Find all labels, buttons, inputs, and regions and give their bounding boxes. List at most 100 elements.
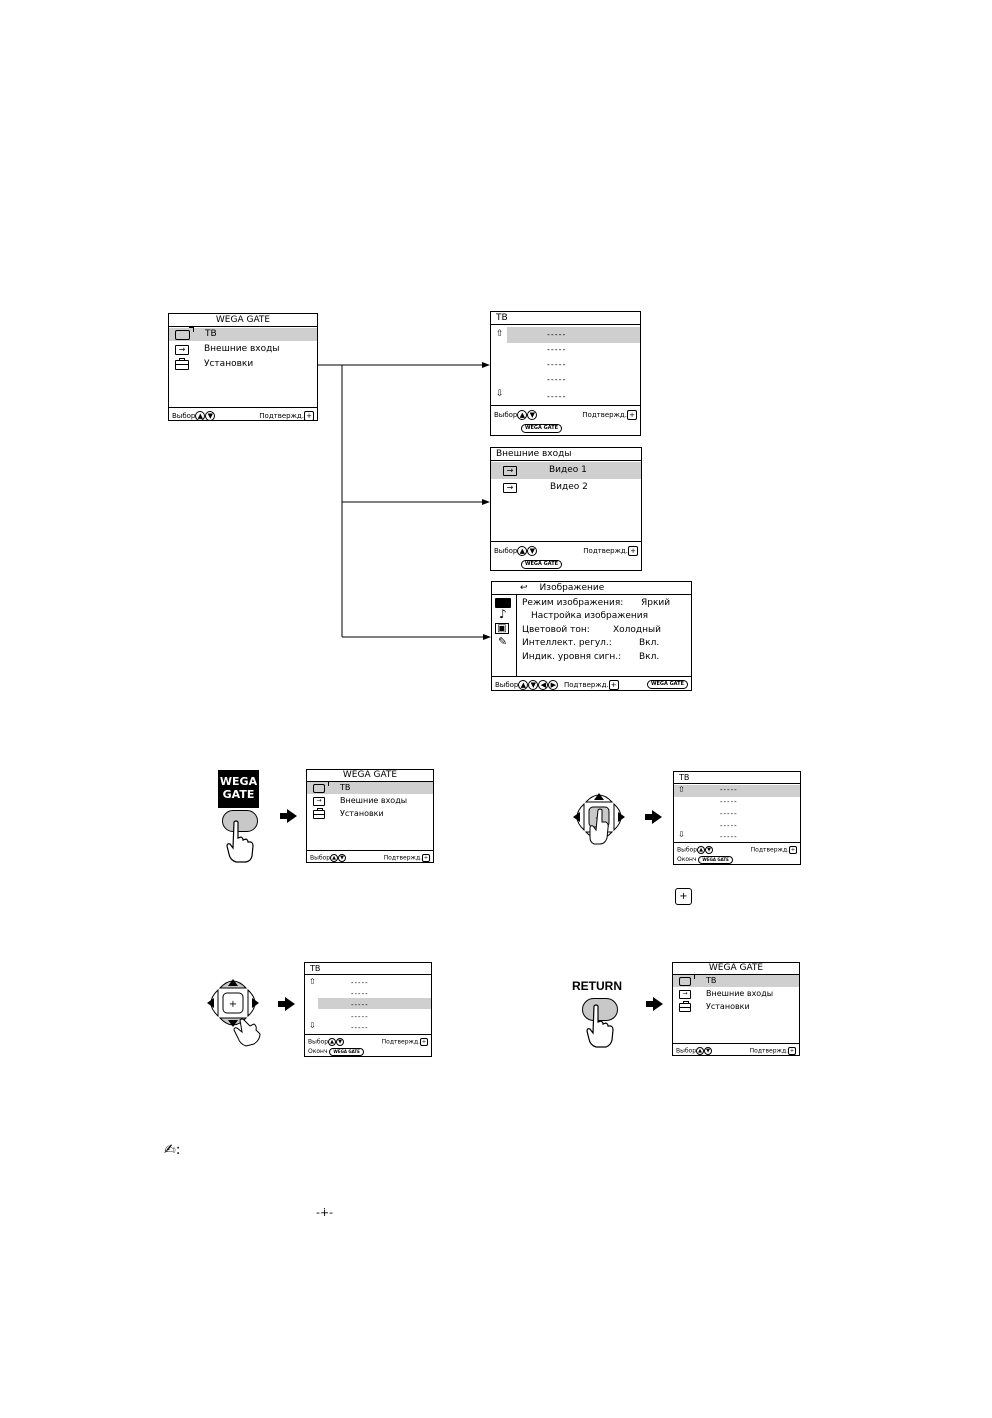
menu-title: Внешние входы: [491, 448, 641, 461]
up-arrow-icon: ▲: [195, 411, 206, 421]
wega-gate-key[interactable]: WEGA GATE: [218, 770, 259, 808]
menu-item-settings[interactable]: Установки: [307, 807, 433, 820]
return-button[interactable]: [582, 998, 618, 1021]
menu-item-inputs[interactable]: → Внешние входы: [169, 343, 317, 356]
menu-title: WEGA GATE: [169, 314, 317, 327]
menu-footer: Выбор▲▼ Подтвержд.+ WEGA GATE: [491, 541, 641, 571]
joystick-pad-down[interactable]: +: [200, 974, 268, 1050]
down-arrow-icon: ▼: [528, 680, 539, 690]
footer-select: Выбор▲▼: [494, 546, 538, 556]
footer-confirm: Подтвержд.+: [381, 1038, 428, 1046]
channel-slot: -----: [351, 990, 369, 998]
menu-item-tv[interactable]: ТВ: [673, 973, 799, 987]
menu-item-tv[interactable]: ТВ: [169, 326, 317, 341]
inputs-menu: Внешние входы → Видео 1 → Видео 2 Выбор▲…: [490, 447, 642, 571]
step-arrow-icon: [280, 809, 297, 823]
up-arrow-icon: ⇧: [309, 977, 316, 986]
menu-title: ТВ: [491, 312, 640, 325]
menu-footer: Выбор▲▼ Подтвержд.+: [169, 407, 317, 421]
tv-icon: [313, 780, 329, 793]
down-arrow-icon: ▼: [336, 1038, 345, 1046]
input-item-label: Видео 2: [550, 482, 588, 492]
tv-row[interactable]: [674, 785, 800, 797]
picture-icon[interactable]: [495, 598, 511, 608]
down-arrow-icon: ⇩: [678, 830, 685, 839]
tv-icon: [175, 326, 194, 340]
channel-slot: -----: [547, 345, 567, 354]
toolbox-icon: [313, 807, 325, 819]
tv-row[interactable]: [507, 327, 640, 343]
setting-label[interactable]: Настройка изображения: [531, 611, 649, 621]
menu-footer: Выбор▲▼◀▶ Подтвержд.+ WEGA GATE: [492, 676, 691, 691]
wrench-icon[interactable]: ✎: [498, 635, 508, 648]
menu-item-label: Установки: [340, 809, 384, 818]
footer-exit: Оконч WEGA GATE: [677, 856, 733, 864]
joystick-pad-ok[interactable]: +: [566, 788, 632, 850]
step-arrow-icon: [278, 997, 295, 1011]
menu-title: ↩ Изображение: [492, 582, 691, 595]
return-icon: ↩: [520, 582, 528, 593]
menu-item-inputs[interactable]: → Внешние входы: [673, 988, 799, 1000]
menu-item-inputs[interactable]: → Внешние входы: [307, 795, 433, 807]
wega-gate-button-label: WEGA GATE: [521, 424, 563, 433]
return-key-label: RETURN: [572, 979, 622, 993]
input-icon: →: [503, 465, 517, 476]
pointing-hand-icon: [226, 820, 254, 863]
down-arrow-icon: ▼: [205, 411, 216, 421]
down-arrow-icon: ▼: [704, 1047, 713, 1055]
menu-title: ТВ: [305, 963, 431, 975]
input-icon: →: [503, 482, 517, 493]
setting-value[interactable]: Вкл.: [639, 638, 660, 648]
channel-slot: -----: [351, 979, 369, 987]
up-arrow-icon: ▲: [696, 1047, 705, 1055]
menu-item-tv[interactable]: ТВ: [307, 780, 433, 794]
down-arrow-icon: ⇩: [309, 1021, 316, 1030]
input-item-video2[interactable]: → Видео 2: [491, 480, 641, 495]
setting-value[interactable]: Холодный: [613, 625, 661, 635]
down-arrow-icon: ▼: [705, 846, 714, 854]
setting-label: Индик. уровня сигн.:: [522, 652, 622, 662]
setting-label: Интеллект. регул.:: [522, 638, 612, 648]
setting-value[interactable]: Вкл.: [639, 652, 660, 662]
channel-slot: -----: [720, 798, 738, 806]
menu-item-label: ТВ: [205, 329, 217, 339]
menu-footer: Выбор▲▼ Подтвержд.+: [307, 850, 433, 863]
menu-footer: Выбор▲▼ Подтвержд.+: [673, 1043, 799, 1056]
setting-value[interactable]: Яркий: [641, 598, 671, 608]
input-icon: →: [175, 344, 189, 355]
toolbox-icon: [175, 357, 189, 370]
menu-title: WEGA GATE: [307, 770, 433, 782]
footer-select: Выбор▲▼: [308, 1038, 345, 1046]
wega-gate-menu: WEGA GATE ТВ → Внешние входы Установки В…: [168, 313, 318, 421]
tv-row[interactable]: [318, 998, 431, 1009]
footer-select: Выбор▲▼: [677, 846, 714, 854]
up-arrow-icon: ▲: [518, 680, 529, 690]
footer-confirm: Подтвержд.+: [583, 546, 638, 556]
input-icon: →: [679, 989, 691, 999]
wega-gate-button[interactable]: [222, 810, 258, 832]
channel-slot: -----: [547, 330, 567, 339]
menu-footer: Выбор▲▼ Подтвержд.+ Оконч WEGA GATE: [305, 1034, 431, 1057]
ok-center-icon: +: [628, 546, 638, 556]
up-arrow-icon: ⇧: [678, 785, 685, 794]
tv-menu: ТВ ⇧ ----- ----- ----- ----- ----- ⇩ Выб…: [490, 311, 641, 436]
menu-footer: Выбор▲▼ Подтвержд.+ Оконч WEGA GATE: [674, 842, 800, 865]
down-arrow-icon: ▼: [527, 410, 538, 420]
channel-slot: -----: [720, 833, 738, 841]
menu-footer: Выбор▲▼ Подтвержд.+ WEGA GATE: [491, 405, 640, 436]
input-item-video1[interactable]: → Видео 1: [491, 462, 641, 479]
down-arrow-icon: ⇩: [496, 389, 504, 399]
up-arrow-icon: ▲: [330, 854, 339, 862]
footer-confirm: Подтвержд.+: [564, 680, 619, 690]
menu-item-settings[interactable]: Установки: [169, 357, 317, 371]
ok-center-icon: +: [675, 888, 692, 905]
footer-confirm: Подтвержд.+: [750, 846, 797, 854]
channel-slot: -----: [351, 1013, 369, 1021]
screen-icon[interactable]: ▣: [495, 623, 509, 634]
sound-note-icon[interactable]: ♪: [499, 607, 507, 621]
channel-slot: -----: [720, 786, 738, 794]
channel-slot: -----: [547, 375, 567, 384]
menu-item-settings[interactable]: Установки: [673, 1000, 799, 1013]
step-arrow-icon: [645, 810, 662, 824]
